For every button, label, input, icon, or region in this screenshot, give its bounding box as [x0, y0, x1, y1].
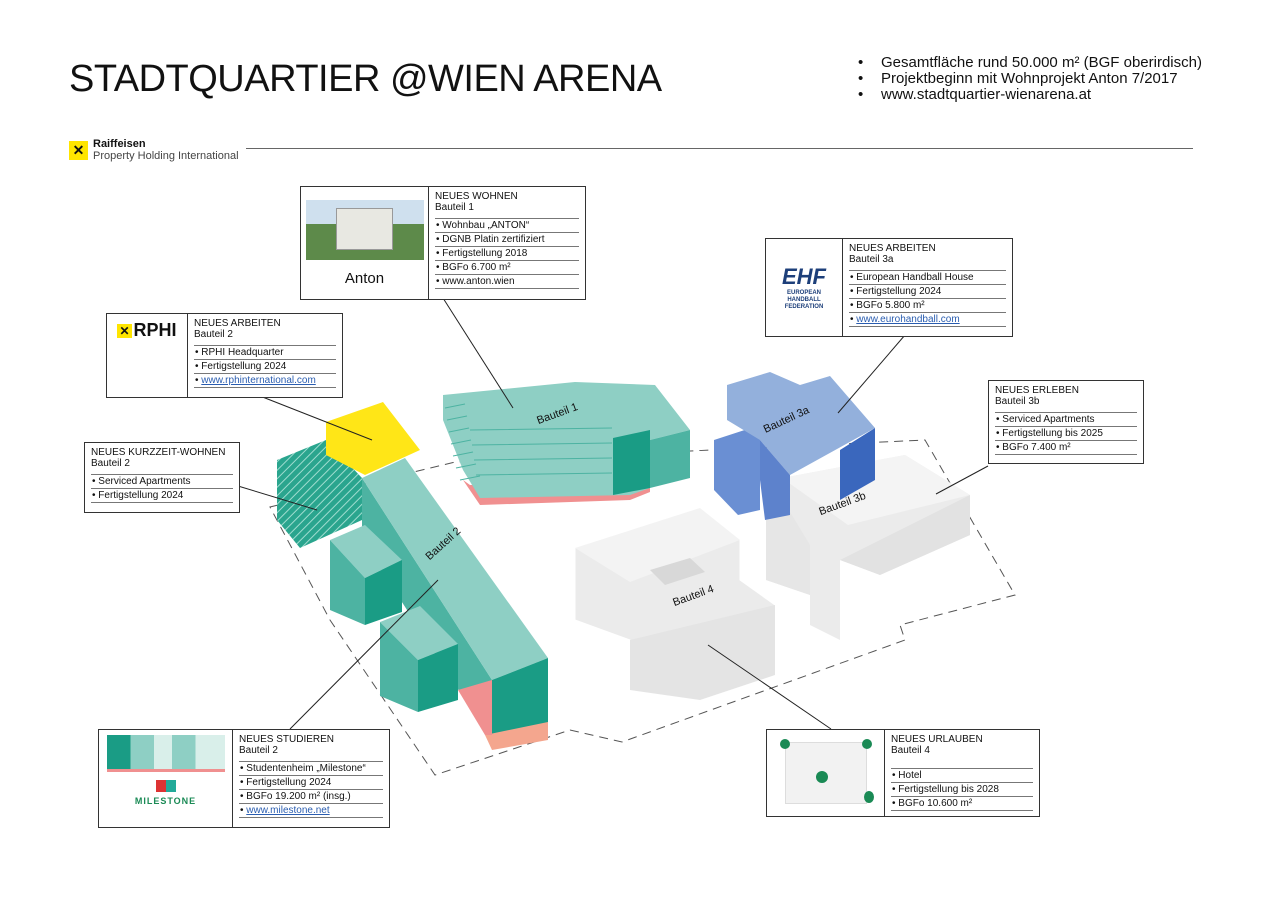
- box-title: NEUES KURZZEIT-WOHNEN: [91, 447, 226, 458]
- anton-photo: [305, 199, 424, 260]
- box-item: • Fertigstellung 2024: [239, 775, 383, 789]
- box-item: • www.anton.wien: [435, 274, 579, 289]
- box-subtitle: Bauteil 2: [194, 329, 233, 340]
- box-item: • Fertigstellung bis 2028: [891, 782, 1033, 796]
- box-item: • RPHI Headquarter: [194, 345, 336, 359]
- box-item: • Fertigstellung 2024: [849, 284, 1006, 298]
- page-title: STADTQUARTIER @WIEN ARENA: [69, 58, 662, 100]
- fact-text: Gesamtfläche rund 50.000 m² (BGF oberird…: [881, 54, 1202, 71]
- box-item: • Fertigstellung 2024: [91, 488, 233, 503]
- info-box-ehf: EHF EUROPEAN HANDBALL FEDERATION NEUES A…: [765, 238, 1013, 337]
- box-title: NEUES ARBEITEN: [194, 318, 281, 329]
- box-item: • Wohnbau „ANTON“: [435, 218, 579, 232]
- box-subtitle: Bauteil 1: [435, 202, 474, 213]
- box-title: NEUES ERLEBEN: [995, 385, 1079, 396]
- building-bauteil-2: [277, 402, 548, 750]
- ehf-subtitle: EUROPEAN HANDBALL FEDERATION: [784, 290, 824, 310]
- box-item: • www.milestone.net: [239, 803, 383, 818]
- box-item: • Serviced Apartments: [995, 412, 1137, 426]
- building-bauteil-4: [574, 507, 776, 701]
- rphi-link[interactable]: www.rphinternational.com: [201, 375, 316, 386]
- milestone-building-graphic: [106, 735, 225, 772]
- box-item: • European Handball House: [849, 270, 1006, 284]
- anton-wordmark: Anton: [344, 269, 385, 287]
- website-link[interactable]: www.stadtquartier-wienarena.at: [881, 86, 1092, 103]
- box-subtitle: Bauteil 2: [239, 745, 278, 756]
- anton-link[interactable]: www.anton.wien: [442, 276, 515, 287]
- box-item: • BGFo 6.700 m²: [435, 260, 579, 274]
- building-bauteil-3b: [766, 455, 970, 640]
- fact-item: •Gesamtfläche rund 50.000 m² (BGF oberir…: [858, 54, 1202, 71]
- box-title: NEUES WOHNEN: [435, 191, 518, 202]
- box-item: • DGNB Platin zertifiziert: [435, 232, 579, 246]
- hotel-illustration: [767, 730, 885, 816]
- box-item: • Fertigstellung 2024: [194, 359, 336, 373]
- fact-item: •www.stadtquartier-wienarena.at: [858, 86, 1092, 103]
- box-subtitle: Bauteil 4: [891, 745, 930, 756]
- box-title: NEUES STUDIEREN: [239, 734, 335, 745]
- box-title: NEUES URLAUBEN: [891, 734, 983, 745]
- building-bauteil-3a: [714, 372, 875, 520]
- milestone-icon: [155, 780, 176, 792]
- box-subtitle: Bauteil 2: [91, 458, 130, 469]
- milestone-wordmark: MILESTONE: [134, 796, 197, 806]
- box-item: • Hotel: [891, 768, 1033, 782]
- box-item: • Studentenheim „Milestone“: [239, 761, 383, 775]
- raiffeisen-cross-icon: ✕: [69, 141, 88, 160]
- leader-lines: [237, 297, 989, 730]
- rphi-wordmark: RPHI: [133, 320, 177, 340]
- milestone-link[interactable]: www.milestone.net: [246, 805, 330, 816]
- rphi-logo: ✕RPHI: [107, 314, 188, 397]
- milestone-logo: MILESTONE: [99, 730, 233, 827]
- ehf-link[interactable]: www.eurohandball.com: [856, 314, 960, 325]
- box-item: • BGFo 19.200 m² (insg.): [239, 789, 383, 803]
- box-subtitle: Bauteil 3b: [995, 396, 1040, 407]
- fact-text: Projektbeginn mit Wohnprojekt Anton 7/20…: [881, 70, 1178, 87]
- facts-list: •Gesamtfläche rund 50.000 m² (BGF oberir…: [858, 55, 1202, 103]
- building-bauteil-1: [443, 382, 690, 505]
- site-boundary: [269, 439, 1016, 776]
- raiffeisen-cross-icon: ✕: [117, 323, 132, 338]
- header-divider: [246, 148, 1193, 149]
- brand-subtitle: Property Holding International: [93, 150, 239, 162]
- fact-item: •Projektbeginn mit Wohnprojekt Anton 7/2…: [858, 70, 1178, 87]
- brand-name: Raiffeisen: [93, 138, 146, 150]
- box-item: • Serviced Apartments: [91, 474, 233, 488]
- anton-logo: Anton: [301, 187, 429, 299]
- box-item: • Fertigstellung bis 2025: [995, 426, 1137, 440]
- box-item: • BGFo 7.400 m²: [995, 440, 1137, 455]
- box-item: • BGFo 10.600 m²: [891, 796, 1033, 811]
- ehf-wordmark: EHF: [782, 264, 826, 289]
- ehf-logo: EHF EUROPEAN HANDBALL FEDERATION: [766, 239, 843, 336]
- box-item: • Fertigstellung 2018: [435, 246, 579, 260]
- box-item: • www.rphinternational.com: [194, 373, 336, 388]
- box-subtitle: Bauteil 3a: [849, 254, 894, 265]
- box-item: • www.eurohandball.com: [849, 312, 1006, 327]
- box-item: • BGFo 5.800 m²: [849, 298, 1006, 312]
- box-title: NEUES ARBEITEN: [849, 243, 936, 254]
